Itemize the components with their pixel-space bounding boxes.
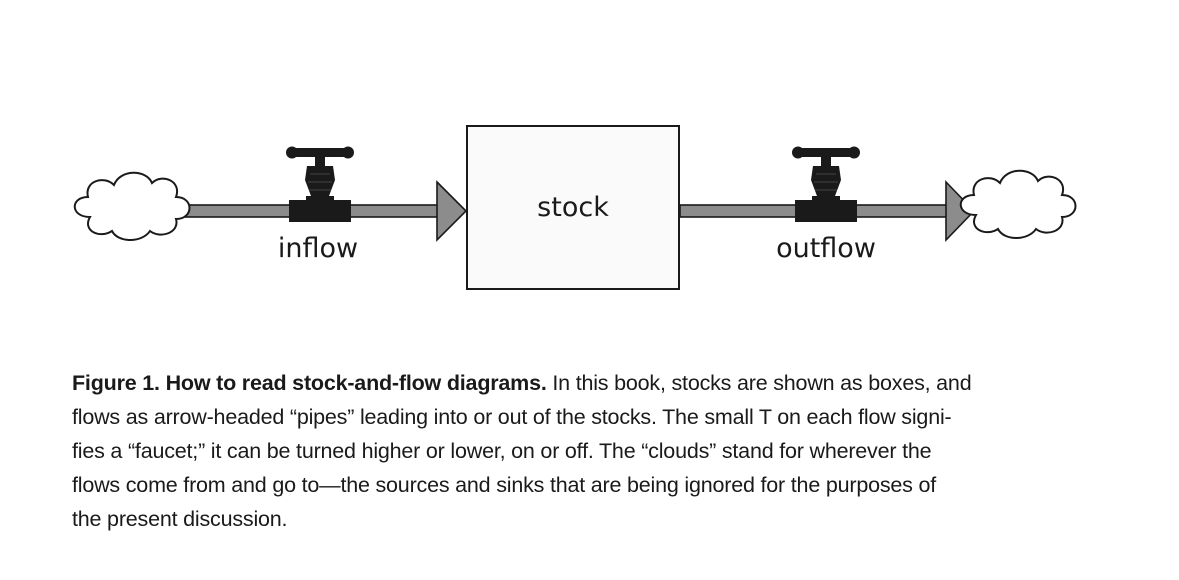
stock-and-flow-diagram: stock inflow outflow [73,125,1077,290]
inflow-faucet-icon [285,146,355,223]
caption-line-1: Figure 1. How to read stock-and-flow dia… [72,366,1082,400]
caption-line-4: flows come from and go to—the sources an… [72,473,936,497]
cloud-sink-icon [959,169,1077,240]
cloud-source-icon [73,171,191,242]
caption-line-5: the present discussion. [72,507,288,531]
caption-line-3: fies a “faucet;” it can be turned higher… [72,439,932,463]
stock-box [466,125,680,290]
caption-line-2: flows as arrow-headed “pipes” leading in… [72,405,952,429]
figure-caption: Figure 1. How to read stock-and-flow dia… [72,366,1082,536]
caption-text: In this book, stocks are shown as boxes,… [546,371,972,395]
outflow-label: outflow [776,233,876,264]
caption-title: Figure 1. How to read stock-and-flow dia… [72,371,547,395]
inflow-label: inflow [278,233,358,264]
outflow-faucet-icon [791,146,861,223]
stock-label: stock [537,192,609,223]
